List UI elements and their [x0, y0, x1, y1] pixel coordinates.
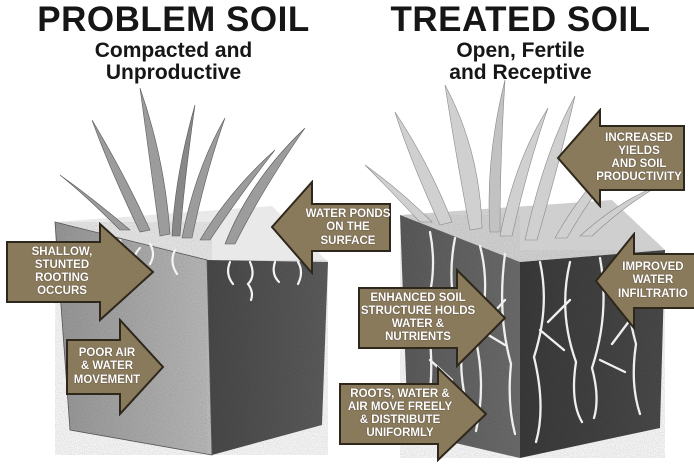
poor-air-water-label: POOR AIR & WATER MOVEMENT: [67, 340, 147, 394]
enhanced-structure-label: ENHANCED SOIL STRUCTURE HOLDS WATER & NU…: [359, 288, 477, 348]
water-ponds-label: WATER PONDS ON THE SURFACE: [304, 202, 392, 254]
shallow-rooting-label: SHALLOW, STUNTED ROOTING OCCURS: [7, 242, 117, 302]
poor-air-water-arrow: POOR AIR & WATER MOVEMENT: [65, 318, 165, 416]
increased-yields-arrow: INCREASED YIELDS AND SOIL PRODUCTIVITY: [556, 108, 686, 208]
roots-water-air-arrow: ROOTS, WATER & AIR MOVE FREELY & DISTRIB…: [338, 366, 488, 462]
improved-infiltration-arrow: IMPROVED WATER INFILTRATIO: [594, 232, 694, 330]
shallow-rooting-arrow: SHALLOW, STUNTED ROOTING OCCURS: [5, 222, 155, 322]
water-ponds-arrow: WATER PONDS ON THE SURFACE: [270, 180, 392, 275]
enhanced-structure-arrow: ENHANCED SOIL STRUCTURE HOLDS WATER & NU…: [357, 268, 507, 368]
increased-yields-label: INCREASED YIELDS AND SOIL PRODUCTIVITY: [592, 126, 686, 190]
improved-infiltration-label: IMPROVED WATER INFILTRATIO: [618, 254, 694, 308]
roots-water-air-label: ROOTS, WATER & AIR MOVE FREELY & DISTRIB…: [340, 384, 460, 444]
